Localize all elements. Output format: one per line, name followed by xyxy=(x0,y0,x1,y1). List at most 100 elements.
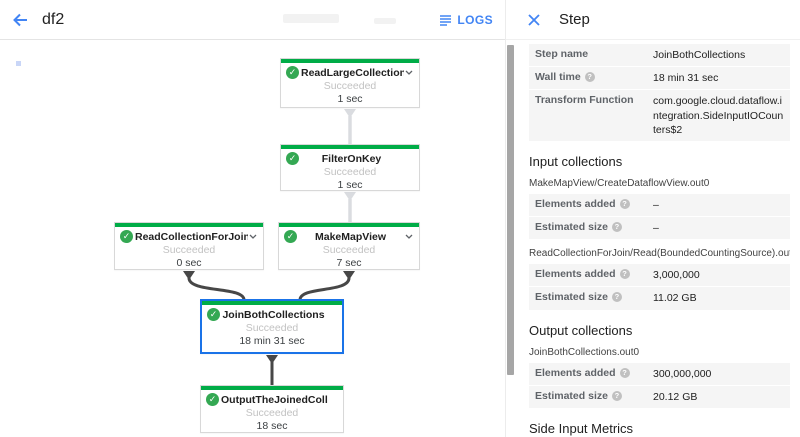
field-value: 3,000,000 xyxy=(653,269,700,282)
field-label: Elements added xyxy=(535,197,616,210)
node-title: ReadLargeCollectionFr... xyxy=(301,66,404,79)
edge-arrow xyxy=(266,355,278,364)
chevron-down-icon[interactable] xyxy=(248,232,258,242)
node-title: JoinBothCollections xyxy=(222,308,325,321)
help-icon[interactable]: ? xyxy=(619,367,630,378)
edge-arrow xyxy=(343,271,355,280)
success-check-icon: ✓ xyxy=(206,393,219,406)
summary-row-wall-time: Wall time? 18 min 31 sec xyxy=(529,67,790,90)
help-icon[interactable]: ? xyxy=(611,222,622,233)
help-icon[interactable]: ? xyxy=(584,72,595,83)
help-icon[interactable]: ? xyxy=(611,292,622,303)
node-status: Succeeded xyxy=(162,244,216,256)
job-header: df2 LOGS xyxy=(0,0,505,40)
field-label: Elements added xyxy=(535,366,616,379)
job-graph-canvas[interactable]: ✓ ReadLargeCollectionFr... Succeeded 1 s… xyxy=(0,41,505,437)
node-success-bar xyxy=(279,223,419,227)
metric-row: Estimated size? 20.12 GB xyxy=(529,385,790,408)
node-status: Succeeded xyxy=(322,244,376,256)
field-value: 300,000,000 xyxy=(653,367,712,380)
node-duration: 18 sec xyxy=(256,420,288,432)
field-value: 11.02 GB xyxy=(653,292,697,305)
section-title-input-collections: Input collections xyxy=(529,153,623,169)
back-button[interactable] xyxy=(0,0,40,40)
node-duration: 7 sec xyxy=(336,257,362,269)
field-label: Step name xyxy=(535,48,589,60)
node-success-bar xyxy=(201,386,343,390)
field-label: Estimated size xyxy=(535,291,608,304)
field-value: 18 min 31 sec xyxy=(653,72,719,85)
metric-row: Estimated size? – xyxy=(529,217,790,240)
field-value: 20.12 GB xyxy=(653,390,698,403)
graph-edges xyxy=(183,109,356,385)
summary-row-transform-function: Transform Function com.google.cloud.data… xyxy=(529,90,790,141)
panel-scrollbar[interactable] xyxy=(507,45,514,375)
success-check-icon: ✓ xyxy=(286,66,299,79)
panel-title: Step xyxy=(559,11,590,28)
node-duration: 0 sec xyxy=(176,257,202,269)
node-success-bar xyxy=(202,301,342,305)
field-label: Elements added xyxy=(535,268,616,281)
node-duration: 1 sec xyxy=(337,93,363,105)
node-success-bar xyxy=(281,145,419,149)
field-label: Transform Function xyxy=(535,94,634,107)
help-icon[interactable]: ? xyxy=(619,269,630,280)
field-label: Estimated size xyxy=(535,389,608,402)
step-details-panel: Step Step name JoinBothCollections Wall … xyxy=(505,0,800,437)
chevron-down-icon[interactable] xyxy=(404,232,414,242)
success-check-icon: ✓ xyxy=(286,152,299,165)
graph-node-make-map-view[interactable]: ✓ MakeMapView Succeeded 7 sec xyxy=(278,222,420,270)
collection-name: ReadCollectionForJoin/Read(BoundedCounti… xyxy=(529,248,790,260)
collection-name: MakeMapView/CreateDataflowView.out0 xyxy=(529,177,710,189)
edge-arrow xyxy=(344,192,356,201)
graph-node-read-collection-for-join[interactable]: ✓ ReadCollectionForJoin Succeeded 0 sec xyxy=(114,222,264,270)
help-icon[interactable]: ? xyxy=(619,198,630,209)
node-success-bar xyxy=(281,59,419,63)
step-panel-content: Step name JoinBothCollections Wall time?… xyxy=(506,40,800,437)
node-success-bar xyxy=(115,223,263,227)
graph-node-filter-on-key[interactable]: ✓ FilterOnKey Succeeded 1 sec xyxy=(280,144,420,191)
graph-node-join-both-collections[interactable]: ✓ JoinBothCollections Succeeded 18 min 3… xyxy=(200,299,344,354)
metric-row: Elements added? 300,000,000 xyxy=(529,362,790,385)
section-title-output-collections: Output collections xyxy=(529,322,633,338)
node-title: ReadCollectionForJoin xyxy=(135,230,248,243)
faded-header-text xyxy=(283,14,339,23)
field-value: JoinBothCollections xyxy=(653,49,746,61)
node-status: Succeeded xyxy=(323,166,377,178)
logs-button-label: LOGS xyxy=(457,12,493,27)
node-status: Succeeded xyxy=(323,80,377,92)
node-title: MakeMapView xyxy=(314,230,386,243)
chevron-down-icon[interactable] xyxy=(404,68,414,78)
field-label: Wall time xyxy=(535,71,581,84)
success-check-icon: ✓ xyxy=(120,230,133,243)
logs-list-icon xyxy=(440,14,452,26)
edge-makemapview-joinboth xyxy=(298,277,351,301)
graph-node-output-the-joined[interactable]: ✓ OutputTheJoinedCollec... Succeeded 18 … xyxy=(200,385,344,433)
canvas-artifact-dot xyxy=(16,61,21,66)
job-title: df2 xyxy=(42,10,65,28)
node-title: OutputTheJoinedCollec... xyxy=(221,393,328,406)
field-label: Estimated size xyxy=(535,221,608,234)
field-value: – xyxy=(653,222,659,235)
node-duration: 1 sec xyxy=(337,179,363,191)
edge-readjoin-joinboth xyxy=(187,277,246,301)
success-check-icon: ✓ xyxy=(284,230,297,243)
faded-header-text xyxy=(374,18,396,24)
field-value: – xyxy=(653,198,659,211)
metric-row: Elements added? – xyxy=(529,193,790,217)
field-value: com.google.cloud.dataflow.integration.Si… xyxy=(653,95,784,136)
success-check-icon: ✓ xyxy=(207,308,220,321)
logs-button[interactable]: LOGS xyxy=(439,13,493,27)
section-title-side-input-metrics: Side Input Metrics xyxy=(529,420,634,436)
node-status: Succeeded xyxy=(245,407,299,419)
graph-node-read-large-collection[interactable]: ✓ ReadLargeCollectionFr... Succeeded 1 s… xyxy=(280,58,420,108)
step-panel-header: Step xyxy=(506,0,800,40)
edge-arrow xyxy=(344,109,356,118)
help-icon[interactable]: ? xyxy=(611,390,622,401)
close-panel-button[interactable] xyxy=(526,12,542,28)
arrow-back-icon xyxy=(13,13,27,26)
node-title: FilterOnKey xyxy=(321,152,382,165)
metric-row: Estimated size? 11.02 GB xyxy=(529,287,790,310)
edge-arrow xyxy=(183,271,195,280)
